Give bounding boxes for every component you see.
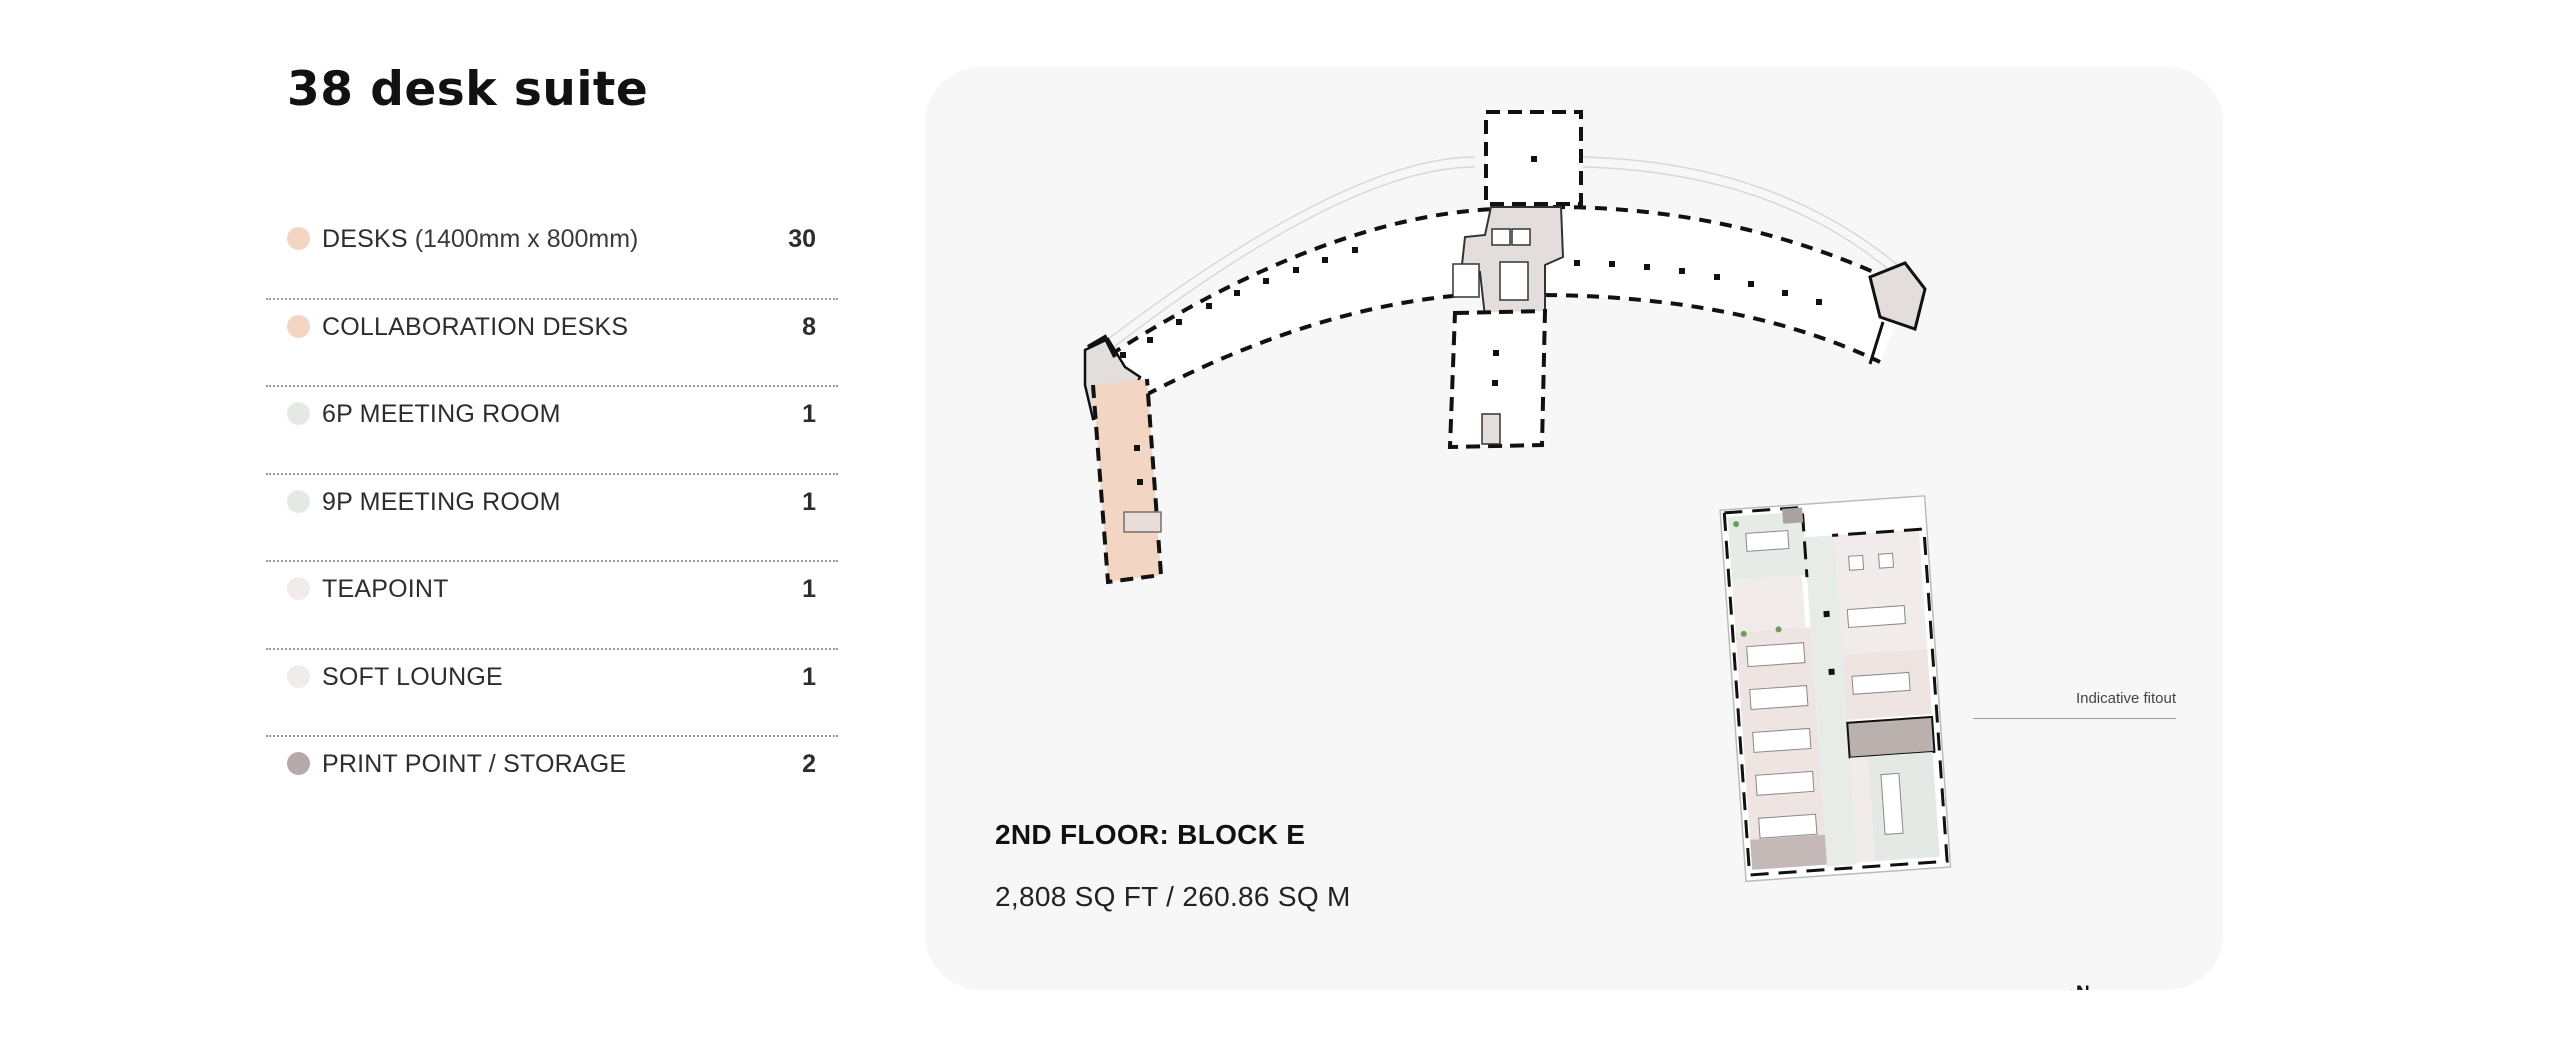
north-indicator: N bbox=[2065, 983, 2090, 990]
floor-title: 2ND FLOOR: BLOCK E bbox=[995, 819, 1306, 850]
spec-row-9p-meeting-room: 9P MEETING ROOM 1 bbox=[266, 475, 838, 562]
spec-row-print-point-storage: PRINT POINT / STORAGE 2 bbox=[266, 737, 838, 825]
spec-count: 1 bbox=[802, 400, 816, 428]
fitout-label: Indicative fitout bbox=[2075, 690, 2176, 707]
spec-count: 30 bbox=[788, 225, 816, 253]
legend-dot-icon bbox=[287, 314, 310, 338]
spec-label: 6P MEETING ROOM bbox=[322, 400, 561, 428]
spec-row-soft-lounge: SOFT LOUNGE 1 bbox=[266, 650, 838, 737]
spec-label: SOFT LOUNGE bbox=[322, 662, 503, 691]
spec-label: PRINT POINT / STORAGE bbox=[322, 750, 627, 778]
spec-row-desks: DESKS (1400mm x 800mm) 30 bbox=[266, 212, 838, 300]
spec-label: TEAPOINT bbox=[322, 575, 449, 603]
spec-row-teapoint: TEAPOINT 1 bbox=[266, 562, 838, 650]
page-title: 38 desk suite bbox=[287, 62, 649, 117]
spec-count: 2 bbox=[802, 750, 816, 778]
legend-dot-icon bbox=[287, 752, 310, 775]
floor-area: 2,808 SQ FT / 260.86 SQ M bbox=[995, 881, 1351, 912]
spec-list: DESKS (1400mm x 800mm) 30 COLLABORATION … bbox=[266, 212, 838, 825]
spec-count: 1 bbox=[802, 487, 816, 516]
spec-row-collaboration-desks: COLLABORATION DESKS 8 bbox=[266, 300, 838, 387]
legend-dot-icon bbox=[287, 227, 310, 250]
spec-label: DESKS bbox=[322, 225, 408, 253]
legend-dot-icon bbox=[287, 489, 310, 513]
legend-dot-icon bbox=[287, 664, 310, 688]
north-label: N bbox=[2076, 983, 2090, 990]
spec-sublabel: (1400mm x 800mm) bbox=[407, 225, 639, 253]
floorplan-card: 2ND FLOOR: BLOCK E 2,808 SQ FT / 260.86 … bbox=[925, 67, 2223, 990]
spec-label: 9P MEETING ROOM bbox=[322, 487, 561, 516]
fitout-leader-line bbox=[1973, 718, 2176, 719]
building-keyplan bbox=[1083, 110, 1927, 585]
legend-dot-icon bbox=[287, 402, 310, 425]
spec-label: COLLABORATION DESKS bbox=[322, 312, 629, 341]
spec-count: 1 bbox=[802, 662, 816, 691]
spec-count: 8 bbox=[802, 312, 816, 341]
legend-dot-icon bbox=[287, 577, 310, 600]
north-arrow-icon bbox=[2065, 988, 2072, 990]
spec-row-6p-meeting-room: 6P MEETING ROOM 1 bbox=[266, 387, 838, 475]
spec-count: 1 bbox=[802, 575, 816, 603]
fitout-plan bbox=[1719, 495, 1952, 883]
